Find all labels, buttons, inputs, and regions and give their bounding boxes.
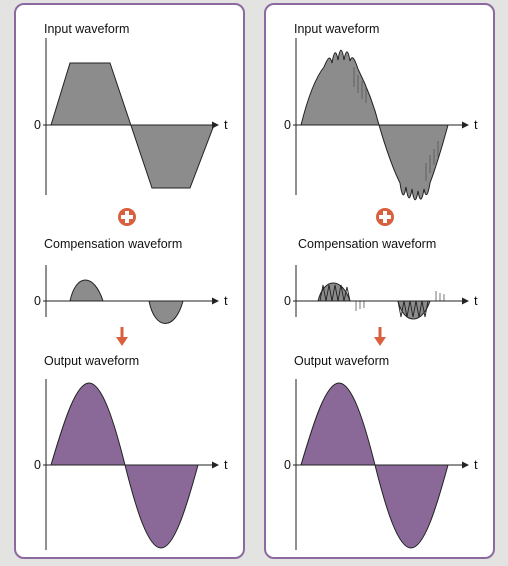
output-axis-arrowhead	[212, 461, 219, 469]
compensation-waveform-chart	[293, 265, 469, 320]
compensation-axis-label: t	[224, 293, 228, 308]
output-axis-arrowhead	[462, 461, 469, 469]
panel-ripple-compensation: Input waveform 0 t Compensation waveform…	[264, 3, 495, 559]
output-waveform-chart	[293, 379, 469, 550]
compensation-waveform-title: Compensation waveform	[298, 237, 437, 251]
input-axis-label: t	[474, 117, 478, 132]
compensation-oscillation-negative	[397, 300, 429, 318]
plus-circle-icon	[376, 208, 394, 226]
input-axis-label: t	[224, 117, 228, 132]
panel-right-drawing	[293, 38, 469, 550]
output-axis-label: t	[474, 457, 478, 472]
compensation-waveform-title: Compensation waveform	[44, 237, 183, 251]
compensation-positive-lobe	[69, 279, 104, 302]
input-waveform-title: Input waveform	[294, 22, 380, 36]
compensation-waveform-chart	[43, 265, 219, 324]
output-waveform-title: Output waveform	[44, 354, 140, 368]
input-waveform-title: Input waveform	[44, 22, 130, 36]
compensation-axis-label: t	[474, 293, 478, 308]
compensation-axis-arrowhead	[212, 297, 219, 305]
input-axis-arrowhead	[462, 121, 469, 129]
output-waveform-chart	[43, 379, 219, 550]
panel-left-drawing	[43, 38, 219, 550]
output-waveform-title: Output waveform	[294, 354, 390, 368]
compensation-origin-label: 0	[34, 294, 41, 308]
input-ripple-ticks	[353, 67, 439, 181]
input-waveform-chart	[43, 38, 219, 195]
arrow-down-icon	[374, 327, 386, 346]
input-waveform-chart	[293, 38, 469, 201]
compensation-negative-lobe	[148, 300, 184, 324]
panel-ideal-compensation: Input waveform 0 t Compensation waveform…	[14, 3, 245, 559]
input-origin-label: 0	[284, 118, 291, 132]
arrow-down-icon	[116, 327, 128, 346]
output-origin-label: 0	[284, 458, 291, 472]
compensation-origin-label: 0	[284, 294, 291, 308]
compensation-axis-arrowhead	[462, 297, 469, 305]
input-origin-label: 0	[34, 118, 41, 132]
output-origin-label: 0	[34, 458, 41, 472]
plus-circle-icon	[118, 208, 136, 226]
output-axis-label: t	[224, 457, 228, 472]
compensation-ripple-ticks	[355, 291, 445, 311]
input-axis-arrowhead	[212, 121, 219, 129]
compensation-oscillation-positive	[319, 284, 351, 302]
